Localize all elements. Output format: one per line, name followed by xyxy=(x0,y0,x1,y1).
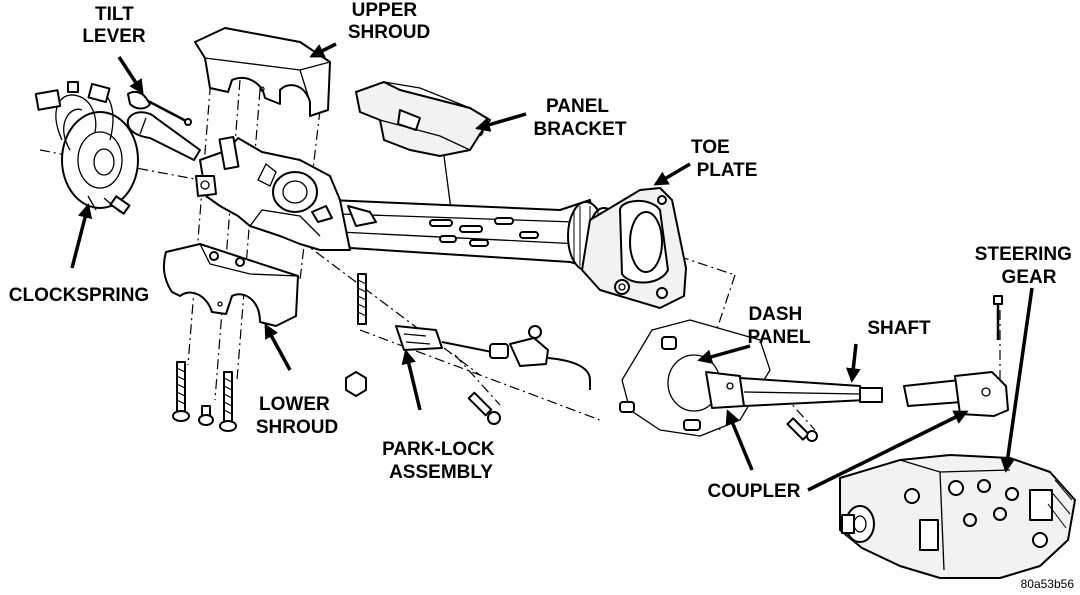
multifunction-stalk-part xyxy=(126,111,201,161)
upper-shroud-label: UPPER SHROUD xyxy=(348,0,430,43)
lower-shroud-part xyxy=(163,243,299,327)
tilt-lever-label: TILT LEVER xyxy=(82,4,146,47)
upper-shroud-part xyxy=(194,27,331,117)
steering-gear-label: STEERING GEAR xyxy=(975,244,1077,288)
callout-labels: TILT LEVER UPPER SHROUD PANEL BRACKET TO… xyxy=(9,0,1077,591)
steering-column-tube xyxy=(329,199,621,273)
shroud-screws xyxy=(172,273,367,432)
park-lock-assembly-label: PARK-LOCK ASSEMBLY xyxy=(382,439,500,483)
dash-panel-label: DASH PANEL xyxy=(748,304,811,348)
column-head-housing xyxy=(195,136,377,251)
shaft-label: SHAFT xyxy=(867,318,931,339)
park-lock-assembly-part xyxy=(395,325,818,442)
leader-arrows xyxy=(70,42,1034,492)
clockspring-label: CLOCKSPRING xyxy=(9,285,149,306)
toe-plate-label: TOE PLATE xyxy=(691,137,757,181)
lower-shroud-label: LOWER SHROUD xyxy=(256,394,338,438)
figure-code: 80a53b56 xyxy=(1021,577,1075,591)
panel-bracket-label: PANEL BRACKET xyxy=(534,96,627,140)
steering-gear-part xyxy=(839,454,1076,579)
coupler-label: COUPLER xyxy=(708,481,801,502)
clockspring-part xyxy=(34,81,139,215)
toe-plate-part xyxy=(581,187,687,309)
